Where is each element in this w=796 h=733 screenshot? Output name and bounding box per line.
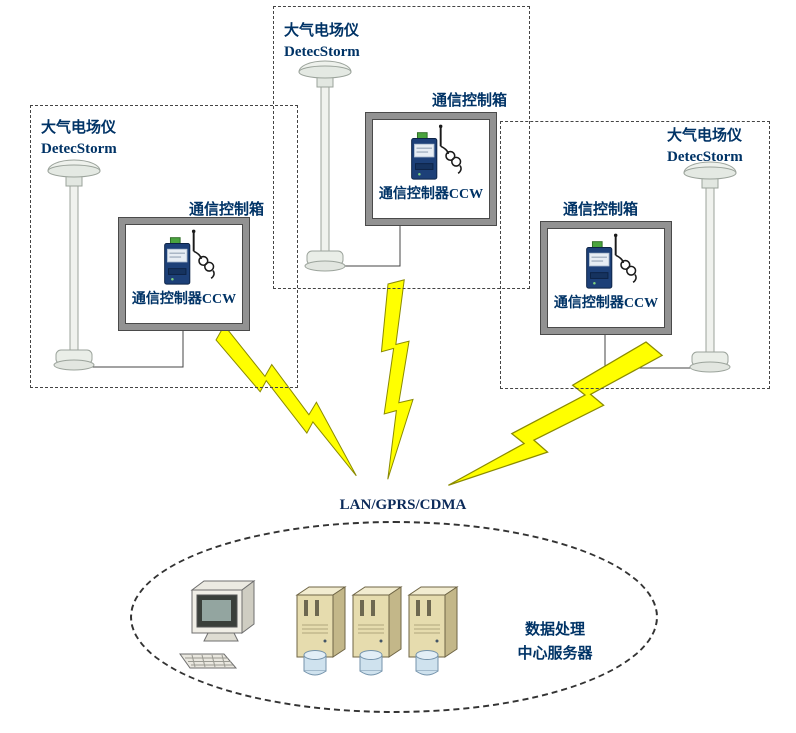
server-tower-icon xyxy=(351,586,403,676)
sensor-model: DetecStorm xyxy=(41,141,117,157)
field-mill-icon xyxy=(298,60,352,272)
server-tower-icon xyxy=(295,586,347,676)
controller-label: 通信控制器CCW xyxy=(553,296,659,311)
station-box-left: 大气电场仪 DetecStorm 通信控制箱 通信控制器CCW xyxy=(30,105,298,388)
wire-left xyxy=(73,330,184,368)
control-box-label: 通信控制箱 xyxy=(563,202,639,218)
datacenter-ellipse xyxy=(130,521,658,713)
sensor-label: 大气电场仪 DetecStorm xyxy=(41,118,117,160)
database-cylinder-icon xyxy=(415,650,439,676)
sensor-label: 大气电场仪 DetecStorm xyxy=(284,21,360,63)
sensor-name: 大气电场仪 xyxy=(41,120,117,136)
control-box-label: 通信控制箱 xyxy=(189,202,265,218)
controller-label: 通信控制器CCW xyxy=(131,292,237,307)
station-box-right: 通信控制箱 通信控制器CCW 大气电场仪 DetecStorm xyxy=(500,121,770,389)
server-cluster-icon xyxy=(295,586,459,676)
datacenter-label-line1: 数据处理 xyxy=(524,622,585,638)
sensor-model: DetecStorm xyxy=(284,44,360,60)
sensor-model: DetecStorm xyxy=(667,149,743,165)
field-mill-icon xyxy=(47,159,101,371)
sensor-name: 大气电场仪 xyxy=(667,128,743,144)
controller-device-icon xyxy=(163,228,216,286)
server-tower-icon xyxy=(407,586,459,676)
wire-middle xyxy=(324,225,401,267)
control-box-label: 通信控制箱 xyxy=(432,93,508,109)
sensor-name: 大气电场仪 xyxy=(284,23,360,39)
datacenter-label-line2: 中心服务器 xyxy=(517,646,593,662)
controller-frame: 通信控制器CCW xyxy=(540,221,672,335)
database-cylinder-icon xyxy=(359,650,383,676)
computer-icon xyxy=(179,580,256,669)
controller-frame: 通信控制器CCW xyxy=(118,217,250,331)
sensor-label: 大气电场仪 DetecStorm xyxy=(667,126,743,168)
controller-label: 通信控制器CCW xyxy=(378,187,484,202)
lightning-bolt-icon xyxy=(374,278,420,481)
controller-device-icon xyxy=(410,123,463,181)
station-box-middle: 大气电场仪 DetecStorm 通信控制箱 通信控制器CCW xyxy=(273,6,530,289)
database-cylinder-icon xyxy=(303,650,327,676)
controller-device-icon xyxy=(585,232,638,290)
datacenter-label: 数据处理 中心服务器 xyxy=(493,618,617,666)
network-label: LAN/GPRS/CDMA xyxy=(339,497,467,513)
controller-frame: 通信控制器CCW xyxy=(365,112,497,226)
field-mill-icon xyxy=(683,161,737,373)
